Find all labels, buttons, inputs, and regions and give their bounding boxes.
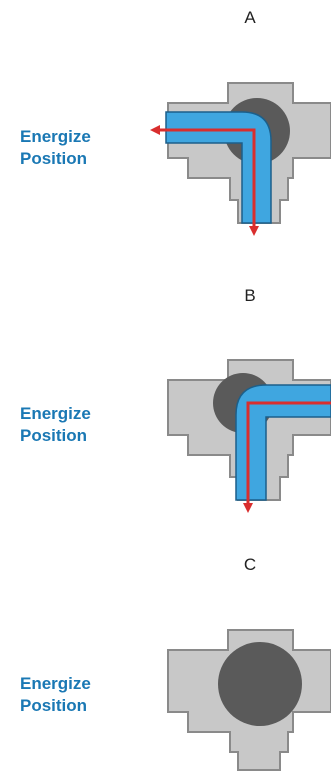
valve-diagram-c — [167, 629, 331, 771]
valve-ball-c — [218, 642, 302, 726]
flow-arrow-b — [246, 401, 331, 505]
flow-arrowhead-bottom-a — [249, 226, 259, 236]
position-label-b-line2: Position — [20, 426, 88, 445]
diagram-letter-c: C — [243, 555, 257, 574]
position-label-c: Energize Position — [20, 673, 91, 717]
position-label-c-line1: Energize — [20, 674, 91, 693]
diagram-letter-b: B — [244, 286, 256, 305]
position-label-a-line2: Position — [20, 149, 88, 168]
flow-arrowhead-bottom-b — [243, 503, 253, 513]
flow-arrowhead-left-a — [150, 125, 160, 135]
valve-diagram-a — [150, 82, 331, 236]
position-label-c-line2: Position — [20, 696, 88, 715]
flow-passage-b — [235, 384, 331, 501]
flow-passage-a — [165, 111, 272, 224]
valve-diagram-b — [167, 359, 331, 513]
diagram-letter-a: A — [244, 8, 256, 27]
position-label-b: Energize Position — [20, 403, 91, 447]
position-label-a-line1: Energize — [20, 127, 91, 146]
position-label-a: Energize Position — [20, 126, 91, 170]
flow-arrow-a — [160, 128, 256, 228]
position-label-b-line1: Energize — [20, 404, 91, 423]
